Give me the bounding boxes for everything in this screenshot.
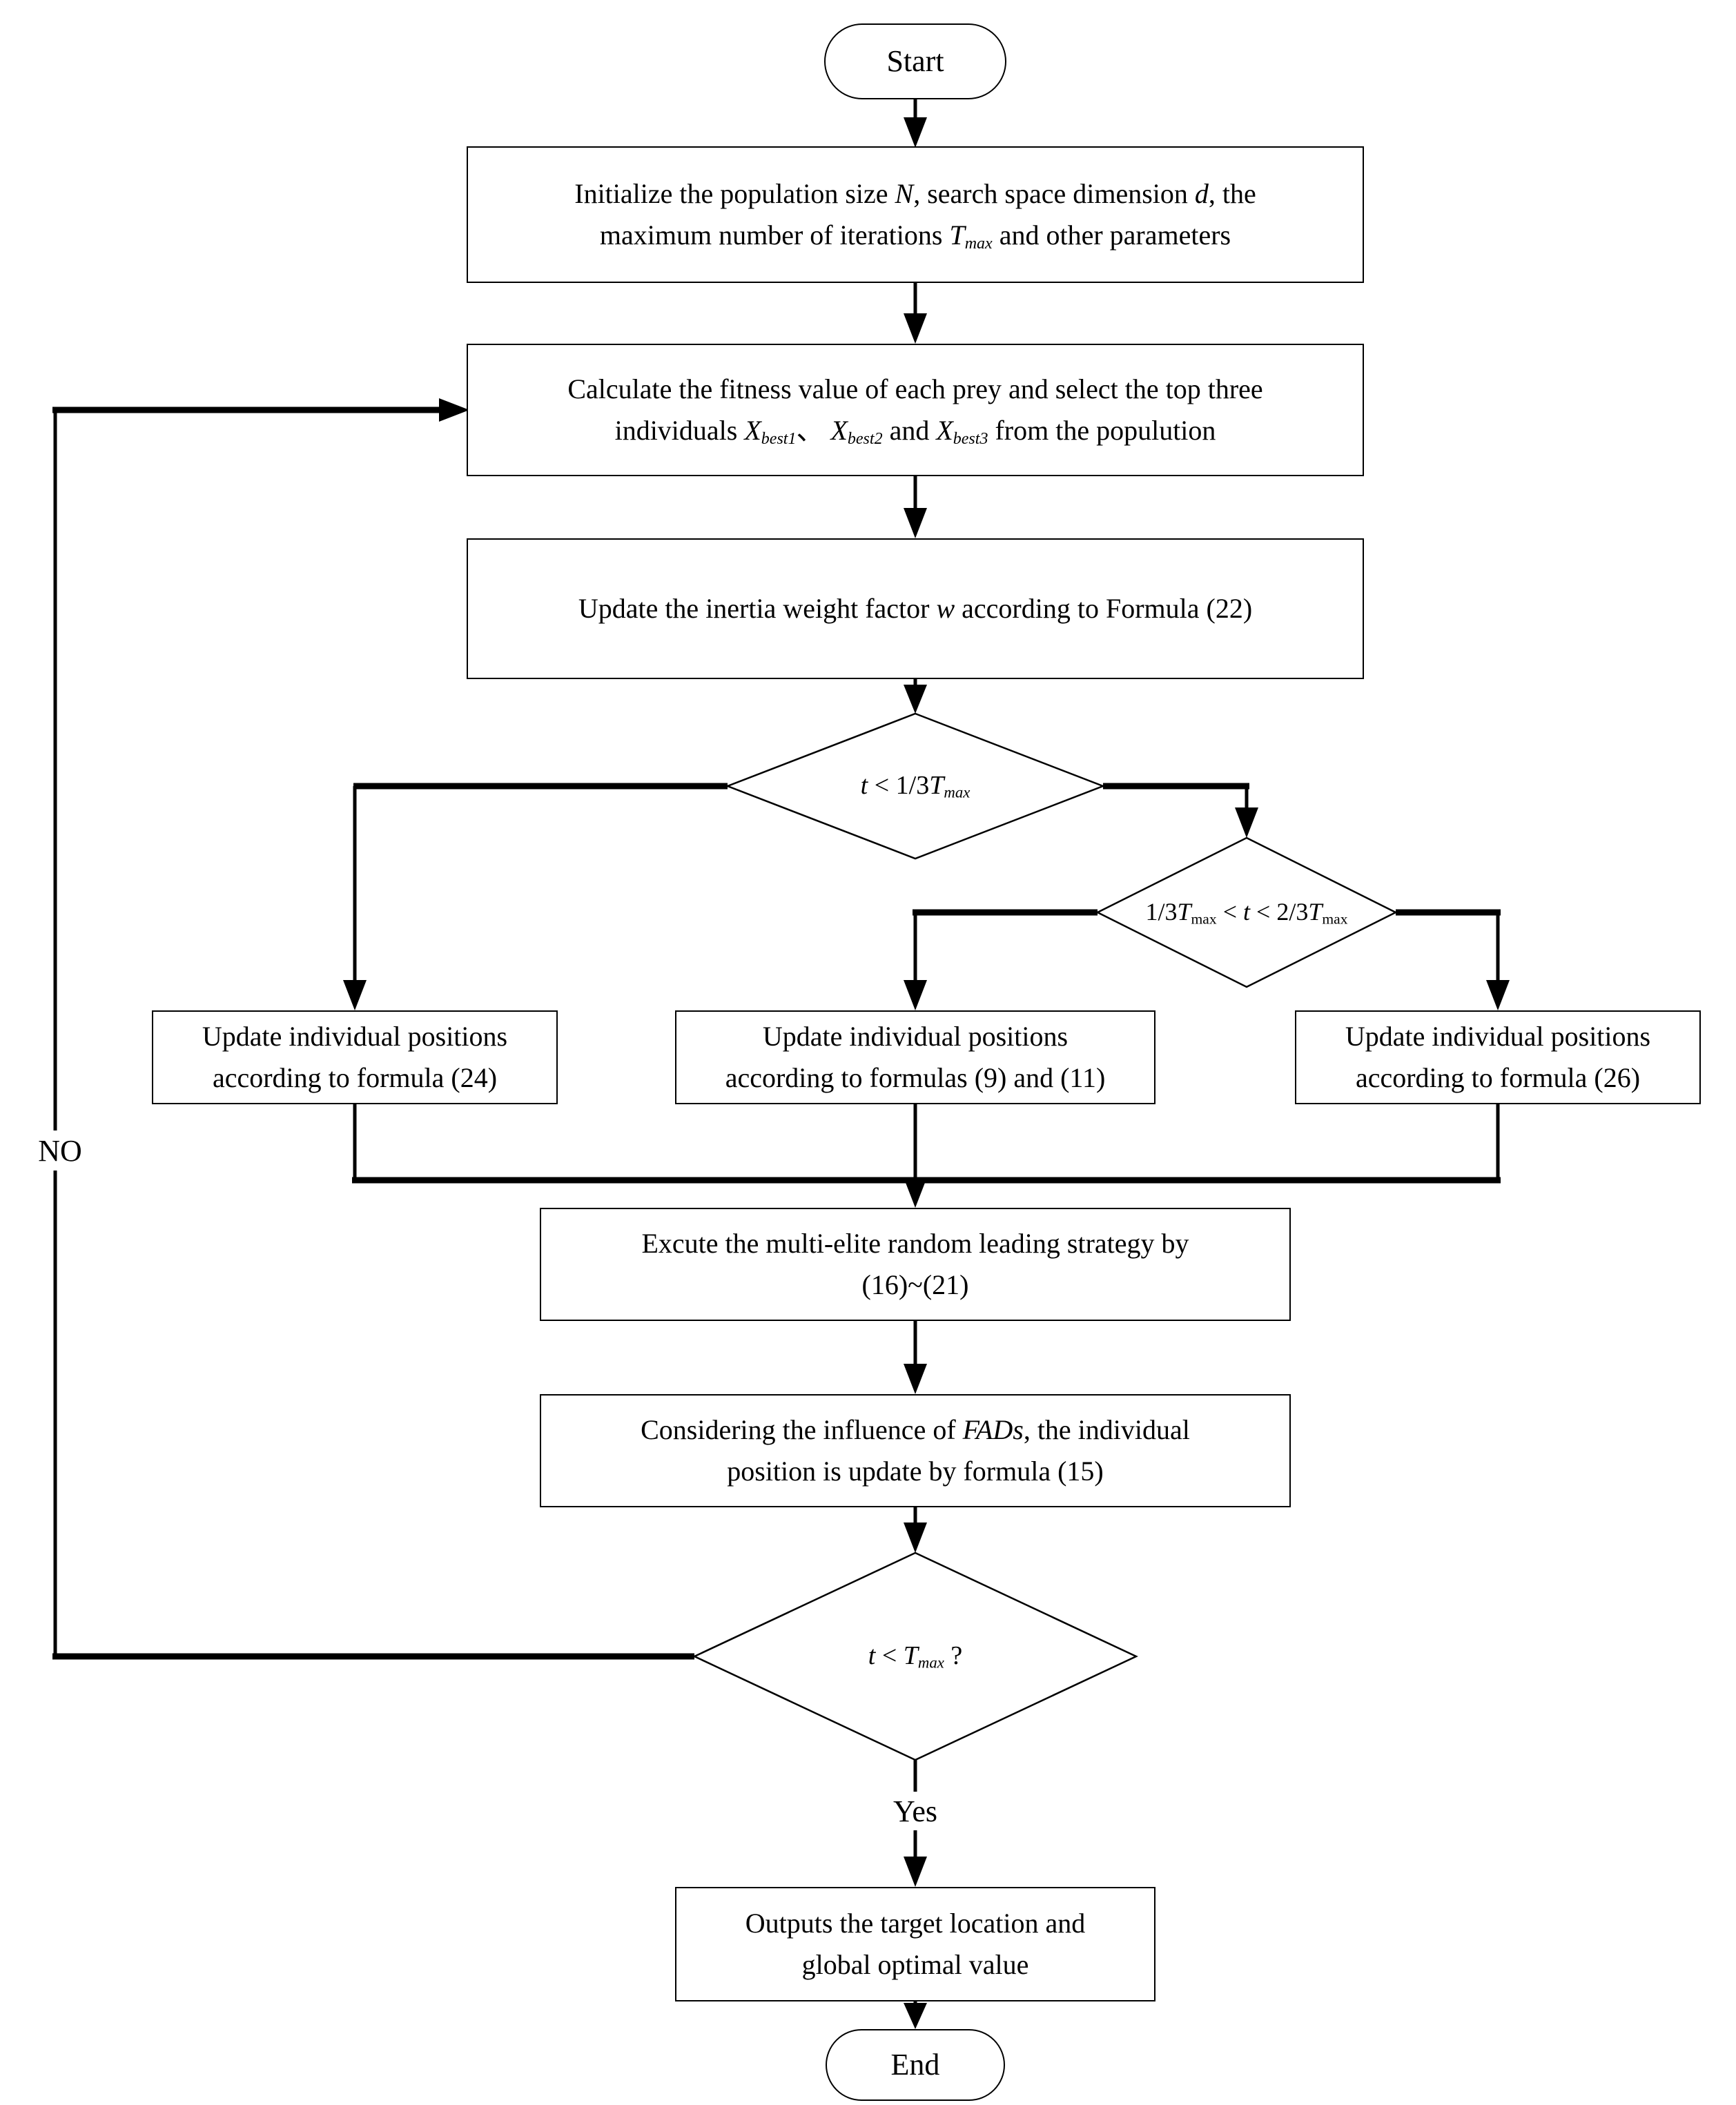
fitness-selection-box: Calculate the fitness value of each prey… (467, 344, 1364, 476)
init-parameters-box: Initialize the population size N, search… (467, 146, 1364, 283)
start-label: Start (886, 44, 944, 78)
fitness-selection-text: Calculate the fitness value of each prey… (567, 373, 1263, 448)
arrowheads (343, 117, 1510, 2029)
no-loop-arrowhead (439, 398, 469, 422)
fads-update-box: Considering the influence of FADs, the i… (540, 1394, 1291, 1507)
decision-shapes (692, 712, 1398, 1761)
init-parameters-text: Initialize the population size N, search… (574, 178, 1256, 253)
end-node: End (826, 2029, 1005, 2101)
start-node: Start (824, 23, 1006, 99)
no-edge-label: NO (19, 1130, 101, 1171)
yes-edge-label: Yes (871, 1793, 959, 1829)
arrow-shafts (53, 99, 1500, 2007)
decision-termination-shape (692, 1551, 1138, 1761)
decision-first-third-shape (725, 712, 1106, 860)
decision-first-third-label: t < 1/3Tmax (860, 771, 971, 801)
decision-termination-label: t < Tmax ? (868, 1641, 963, 1672)
inertia-weight-box: Update the inertia weight factor w accor… (467, 538, 1364, 679)
elite-strategy-box: Excute the multi-elite random leading st… (540, 1208, 1291, 1321)
decision-middle-third-shape (1095, 836, 1398, 988)
inertia-weight-text: Update the inertia weight factor w accor… (578, 593, 1253, 624)
end-label: End (890, 2048, 940, 2082)
branch-lines (52, 407, 1501, 1660)
decision-middle-third-label: 1/3Tmax < t < 2/3Tmax (1145, 897, 1348, 928)
